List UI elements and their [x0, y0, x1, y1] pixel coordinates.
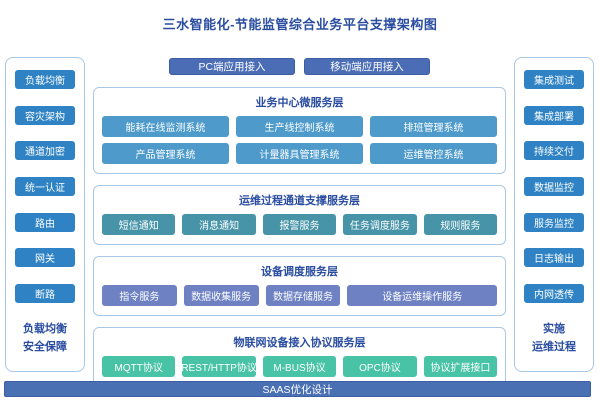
node-data-monitoring: 数据监控: [524, 176, 584, 196]
node-rest-http-protocol: REST/HTTP协议: [182, 356, 256, 377]
business-row-1: 能耗在线监测系统 生产线控制系统 排班管理系统: [102, 116, 497, 137]
node-mqtt-protocol: MQTT协议: [102, 356, 176, 377]
left-panel-label-line2: 安全保障: [23, 341, 67, 354]
left-panel-label: 负载均衡 安全保障: [23, 320, 67, 357]
left-panel-label-line1: 负载均衡: [23, 322, 67, 335]
node-mbus-protocol: M-BUS协议: [262, 356, 337, 377]
node-command-service: 指令服务: [102, 285, 177, 306]
node-pc-app-access: PC端应用接入: [169, 58, 295, 75]
section-title-channel: 运维过程通道支撑服务层: [239, 195, 360, 207]
node-circuit-break: 断路: [15, 283, 75, 303]
node-production-line-control-system: 生产线控制系统: [236, 116, 363, 137]
node-service-monitoring: 服务监控: [524, 212, 584, 232]
node-integration-deployment: 集成部署: [524, 105, 584, 125]
node-data-collection-service: 数据收集服务: [183, 285, 259, 306]
node-log-output: 日志输出: [524, 248, 584, 268]
node-unified-auth: 统一认证: [15, 176, 75, 196]
node-scheduling-management-system: 排班管理系统: [370, 116, 497, 137]
right-panel-implementation-om: 集成测试 集成部署 持续交付 数据监控 服务监控 日志输出 内网透传 实施 运维…: [514, 57, 594, 372]
section-om-channel-support-layer: 运维过程通道支撑服务层 短信通知 消息通知 报警服务 任务调度服务 规则服务: [93, 185, 506, 245]
section-iot-protocol-layer: 物联网设备接入协议服务层 MQTT协议 REST/HTTP协议 M-BUS协议 …: [93, 327, 506, 387]
node-data-storage-service: 数据存储服务: [265, 285, 341, 306]
node-continuous-delivery: 持续交付: [524, 141, 584, 161]
section-device-dispatch-layer: 设备调度服务层 指令服务 数据收集服务 数据存储服务 设备运维操作服务: [93, 256, 506, 316]
device-row: 指令服务 数据收集服务 数据存储服务 设备运维操作服务: [102, 285, 497, 306]
right-panel-label-line2: 运维过程: [532, 341, 576, 354]
node-protocol-extension-interface: 协议扩展接口: [423, 356, 498, 377]
node-disaster-recovery: 容灾架构: [15, 105, 75, 125]
center-column: PC端应用接入 移动端应用接入 业务中心微服务层 能耗在线监测系统 生产线控制系…: [93, 57, 506, 387]
node-routing: 路由: [15, 212, 75, 232]
node-mobile-app-access: 移动端应用接入: [304, 58, 430, 75]
right-panel-label-line1: 实施: [543, 322, 565, 335]
diagram-title: 三水智能化-节能监管综合业务平台支撑架构图: [162, 17, 438, 32]
saas-optimization-bar: SAAS优化设计: [4, 381, 591, 397]
section-title-protocol: 物联网设备接入协议服务层: [233, 337, 366, 349]
node-sms-notification: 短信通知: [102, 214, 176, 235]
node-channel-encryption: 通道加密: [15, 141, 75, 161]
node-task-scheduling-service: 任务调度服务: [343, 214, 417, 235]
application-access-row: PC端应用接入 移动端应用接入: [93, 58, 506, 75]
right-panel-label: 实施 运维过程: [532, 320, 576, 357]
protocol-row: MQTT协议 REST/HTTP协议 M-BUS协议 OPC协议 协议扩展接口: [102, 356, 498, 377]
node-integration-testing: 集成测试: [524, 70, 584, 89]
section-title-business: 业务中心微服务层: [255, 97, 344, 109]
node-intranet-passthrough: 内网透传: [524, 283, 584, 303]
node-measuring-instrument-system: 计量器具管理系统: [236, 143, 363, 164]
node-load-balancing: 负载均衡: [15, 70, 75, 89]
node-energy-monitoring-system: 能耗在线监测系统: [102, 116, 229, 137]
node-opc-protocol: OPC协议: [343, 356, 417, 377]
diagram-body: 负载均衡 容灾架构 通道加密 统一认证 路由 网关 断路 负载均衡 安全保障 P…: [5, 57, 594, 387]
node-gateway: 网关: [15, 248, 75, 268]
node-rule-service: 规则服务: [423, 214, 498, 235]
node-om-control-system: 运维管控系统: [370, 143, 497, 164]
channel-row: 短信通知 消息通知 报警服务 任务调度服务 规则服务: [102, 214, 498, 235]
left-panel-load-balance-security: 负载均衡 容灾架构 通道加密 统一认证 路由 网关 断路 负载均衡 安全保障: [5, 57, 85, 372]
node-message-notification: 消息通知: [182, 214, 256, 235]
section-business-microservice-layer: 业务中心微服务层 能耗在线监测系统 生产线控制系统 排班管理系统 产品管理系统 …: [93, 87, 506, 174]
node-device-om-operation-service: 设备运维操作服务: [347, 285, 497, 306]
node-product-management-system: 产品管理系统: [102, 143, 229, 164]
section-title-device: 设备调度服务层: [261, 266, 338, 278]
node-alarm-service: 报警服务: [262, 214, 337, 235]
business-row-2: 产品管理系统 计量器具管理系统 运维管控系统: [102, 143, 497, 164]
